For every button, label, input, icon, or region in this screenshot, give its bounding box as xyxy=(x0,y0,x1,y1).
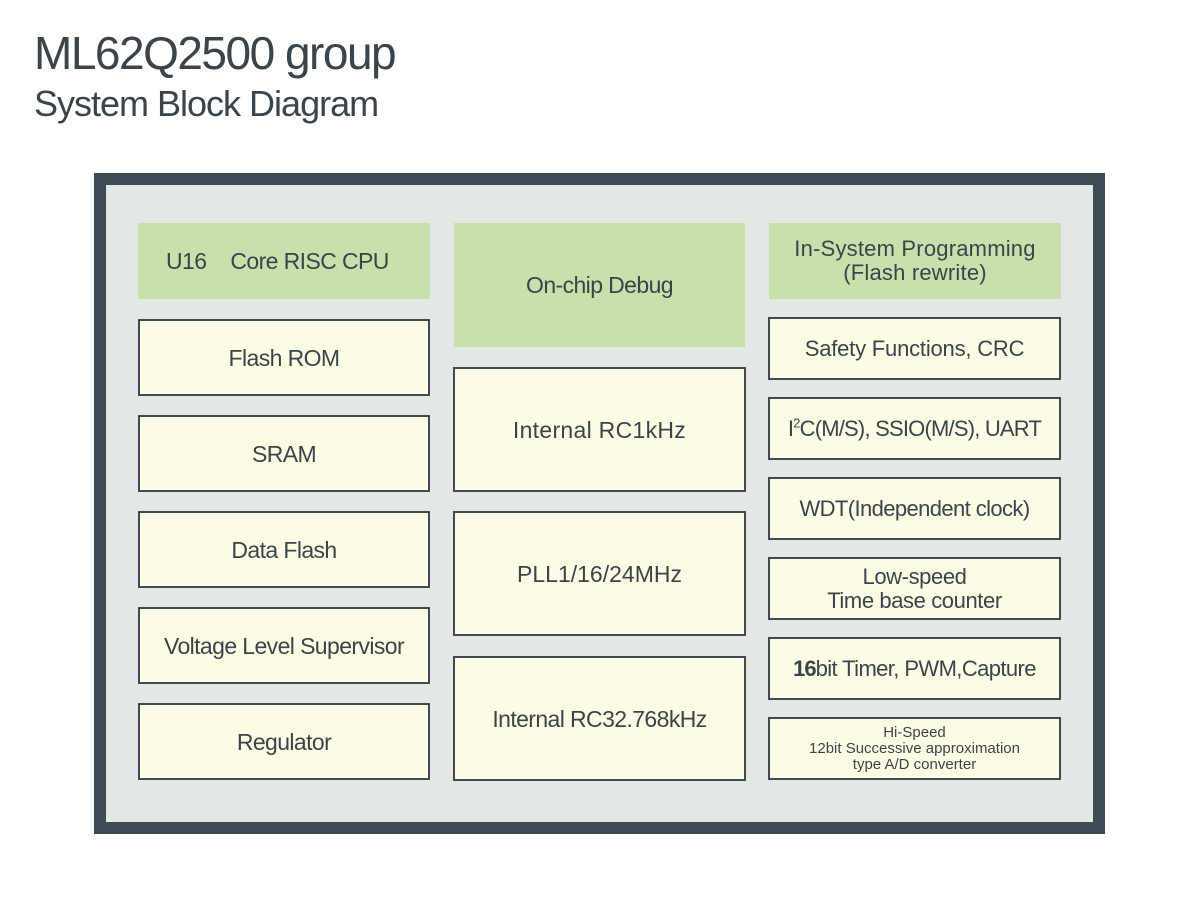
regulator-block: Regulator xyxy=(138,703,430,780)
adc-line2: 12bit Successive approximation xyxy=(809,739,1020,757)
adc-line1: Hi-Speed xyxy=(883,723,946,741)
isp-line1: In-System Programming xyxy=(794,236,1036,261)
serial-prefix: I xyxy=(787,415,794,441)
cpu-prefix: U16 xyxy=(166,248,207,274)
pll-block: PLL1/16/24MHz xyxy=(453,511,746,636)
internal-rc32khz-block: Internal RC32.768kHz xyxy=(453,656,746,781)
serial-interfaces-block: I2C(M/S), SSIO(M/S), UART xyxy=(768,397,1061,460)
page-title: ML62Q2500 group xyxy=(34,27,397,79)
wdt-block: WDT(Independent clock) xyxy=(768,477,1061,540)
lowspeed-line1: Low-speed xyxy=(862,563,967,589)
serial-rest: C(M/S), SSIO(M/S), UART xyxy=(799,415,1042,441)
timer-rest: bit Timer, PWM,Capture xyxy=(815,655,1037,681)
adc-line3: type A/D converter xyxy=(852,755,977,773)
serial-sup: 2 xyxy=(793,415,800,431)
isp-line2: (Flash rewrite) xyxy=(843,260,987,285)
on-chip-debug-block: On-chip Debug xyxy=(454,223,745,347)
adc-block: Hi-Speed 12bit Successive approximation … xyxy=(768,717,1061,780)
data-flash-block: Data Flash xyxy=(138,511,430,588)
safety-functions-block: Safety Functions, CRC xyxy=(768,317,1061,380)
page-subtitle: System Block Diagram xyxy=(34,83,379,124)
flash-rom-block: Flash ROM xyxy=(138,319,430,396)
in-system-programming-block: In-System Programming (Flash rewrite) xyxy=(769,223,1061,299)
lowspeed-line2: Time base counter xyxy=(827,587,1002,613)
timer-block: 16bit Timer, PWM,Capture xyxy=(768,637,1061,700)
internal-rc1khz-block: Internal RC1kHz xyxy=(453,367,746,492)
timer-bits: 16 xyxy=(793,655,817,681)
low-speed-timebase-block: Low-speed Time base counter xyxy=(768,557,1061,620)
voltage-level-supervisor-block: Voltage Level Supervisor xyxy=(138,607,430,684)
cpu-label: Core RISC CPU xyxy=(230,248,389,274)
cpu-block: U16 Core RISC CPU xyxy=(138,223,430,299)
sram-block: SRAM xyxy=(138,415,430,492)
